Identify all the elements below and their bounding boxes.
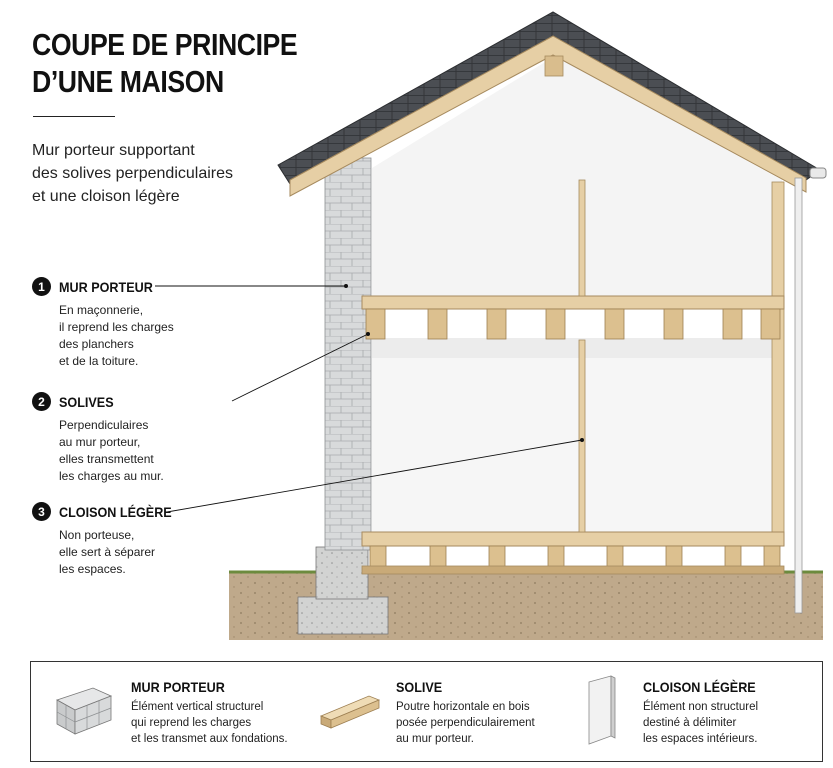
legend-desc-line: Poutre horizontale en bois [396,701,530,713]
callout-desc-line: elles transmettent [59,452,154,466]
legend-item-partition: CLOISON LÉGÈRE Élément non structurel de… [571,662,821,761]
legend-desc-line: Élément vertical structurel [131,701,264,713]
callout-desc-line: au mur porteur, [59,435,141,449]
legend-desc-line: qui reprend les charges [131,717,252,729]
joist-end [547,545,565,569]
joist-end [606,545,624,569]
ground-floor-joists [369,545,781,569]
legend-desc-1: Élément vertical structurel qui reprend … [131,699,288,747]
partition-upper [578,179,586,297]
foundation-wall [315,546,369,600]
joist-end [488,545,506,569]
callout-number-3: 3 [32,502,51,521]
interior-upper [372,56,782,300]
callout-desc-2: Perpendiculaires au mur porteur, elles t… [59,417,164,485]
callout-title-2: SOLIVES [59,393,114,410]
joist-end [369,545,387,569]
callout-desc-3: Non porteuse, elle sert à séparer les es… [59,527,184,578]
joist-end [665,545,683,569]
legend-title-3: CLOISON LÉGÈRE [643,679,756,695]
legend-desc-line: au mur porteur. [396,733,474,745]
joist-end [722,308,743,340]
leader-dot-3 [580,438,584,442]
gutter [809,167,827,179]
joist-end [365,308,386,340]
partition-panel-icon [588,675,616,745]
callout-number-2: 2 [32,392,51,411]
legend-item-load-bearing-wall: MUR PORTEUR Élément vertical structurel … [31,662,291,761]
leader-dot-1 [344,284,348,288]
right-wall-frame [771,181,785,538]
roof-rafter [289,35,807,197]
joist-end [604,308,625,340]
callout-number-1: 1 [32,277,51,296]
joist-end [663,308,684,340]
subtitle-line-3: et une cloison légère [32,188,180,205]
ridge-beam [544,55,564,77]
interior-shadow [372,338,782,358]
house-section-diagram [155,11,827,640]
legend-desc-line: posée perpendiculairement [396,717,535,729]
leader-dot-2 [366,332,370,336]
callout-desc-line: les espaces. [59,562,126,576]
subtitle-line-2: des solives perpendiculaires [32,165,233,182]
joist-end [545,308,566,340]
downpipe [794,177,803,614]
legend-desc-line: les espaces intérieurs. [643,733,758,745]
upper-floor-deck [361,295,785,310]
callout-desc-1: En maçonnerie, il reprend les charges de… [59,302,174,370]
callout-desc-line: et de la toiture. [59,354,139,368]
legend-item-joist: SOLIVE Poutre horizontale en bois posée … [301,662,561,761]
joist-end [724,545,742,569]
callout-desc-line: des planchers [59,337,134,351]
title-line-1: COUPE DE PRINCIPE [32,27,298,62]
partition-lower [578,339,586,533]
foundation-footing [297,596,389,635]
ground-floor-deck [361,531,785,547]
timber-joist-icon [319,695,381,729]
legend-desc-3: Élément non structurel destiné à délimit… [643,699,768,747]
callout-desc-line: En maçonnerie, [59,303,144,317]
legend-title-1: MUR PORTEUR [131,679,225,695]
subtitle: Mur porteur supportant des solives perpe… [32,139,262,208]
callout-title-1: MUR PORTEUR [59,278,153,295]
legend-desc-line: destiné à délimiter [643,717,737,729]
joist-end [486,308,507,340]
joist-end [763,545,781,569]
legend-title-2: SOLIVE [396,679,443,695]
leader-line-3 [166,439,583,513]
legend-panel: MUR PORTEUR Élément vertical structurel … [30,661,823,762]
block-wall-icon [56,687,113,735]
callout-desc-line: il reprend les charges [59,320,174,334]
ground-floor-beam [361,565,785,575]
leader-line-2 [231,333,369,402]
load-bearing-wall [324,157,372,551]
callout-desc-line: Perpendiculaires [59,418,149,432]
title-divider [33,116,115,117]
callout-desc-line: Non porteuse, [59,528,135,542]
legend-desc-line: Élément non structurel [643,701,759,713]
interior-lower [372,338,782,534]
callout-title-3: CLOISON LÉGÈRE [59,503,172,520]
joist-end [427,308,448,340]
legend-desc-line: et les transmet aux fondations. [131,733,288,745]
upper-floor-joists [365,308,781,340]
joist-end [760,308,781,340]
joist-end [429,545,447,569]
callout-desc-line: elle sert à séparer [59,545,156,559]
callout-desc-line: les charges au mur. [59,469,164,483]
title-line-2: D’UNE MAISON [32,64,224,99]
callout-load-bearing-wall: 1 MUR PORTEUR En maçonnerie, il reprend … [32,277,174,370]
page-title: COUPE DE PRINCIPE D’UNE MAISON [32,26,298,100]
legend-desc-2: Poutre horizontale en bois posée perpend… [396,699,535,747]
callout-joists: 2 SOLIVES Perpendiculaires au mur porteu… [32,392,164,485]
callout-partition: 3 CLOISON LÉGÈRE Non porteuse, elle sert… [32,502,184,578]
subtitle-line-1: Mur porteur supportant [32,142,195,159]
